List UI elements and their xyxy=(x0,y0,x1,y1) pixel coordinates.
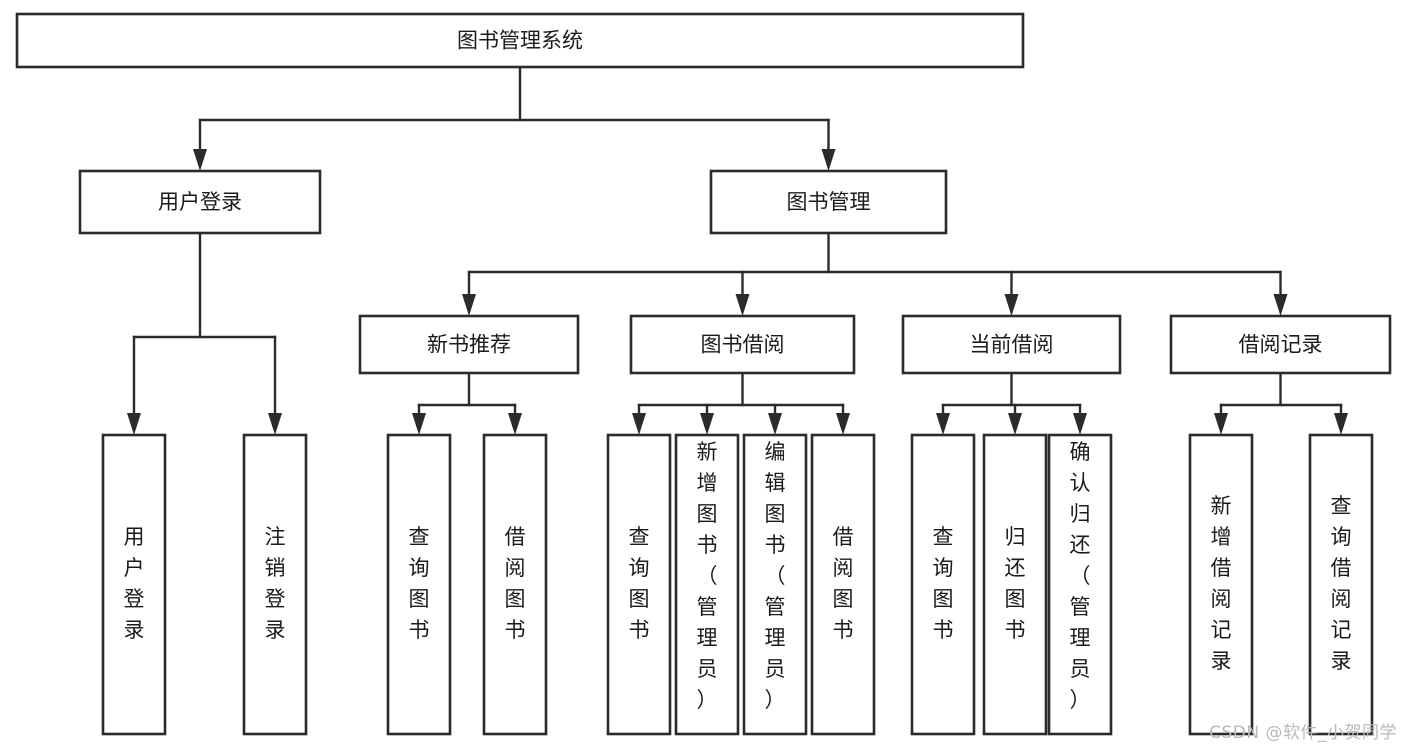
node-box-borrow-record[interactable] xyxy=(1169,314,1392,375)
node-box-leaf-borrow-book[interactable] xyxy=(810,433,876,736)
arrow-head-icon xyxy=(936,413,950,435)
watermark: CSDN @软件_小贺同学 xyxy=(1209,723,1397,743)
node-leaf-query-book-current[interactable]: 查询图书 xyxy=(910,433,976,736)
node-label-book-management: 图书管理 xyxy=(787,190,871,214)
node-box-leaf-add-borrow-record[interactable] xyxy=(1188,433,1254,736)
connector-group-borrow-record xyxy=(1214,371,1348,435)
arrow-head-icon xyxy=(1214,413,1228,435)
node-label-leaf-borrow-book-recommend: 借阅图书 xyxy=(505,525,526,642)
node-leaf-add-book-admin[interactable]: 新增图书（管理员） xyxy=(674,433,740,736)
arrow-head-icon xyxy=(1334,413,1348,435)
node-box-current-borrow[interactable] xyxy=(901,314,1122,375)
node-box-leaf-borrow-book-recommend[interactable] xyxy=(482,433,548,736)
arrow-head-icon xyxy=(1273,294,1288,316)
arrow-head-icon xyxy=(412,413,426,435)
arrow-head-icon xyxy=(193,149,207,171)
connector-group-current-borrow xyxy=(936,371,1087,435)
node-leaf-query-book-borrow[interactable]: 查询图书 xyxy=(606,433,672,736)
node-box-leaf-edit-book-admin[interactable] xyxy=(742,433,808,736)
node-leaf-edit-book-admin[interactable]: 编辑图书（管理员） xyxy=(742,433,808,736)
node-new-book-recommend[interactable]: 新书推荐 xyxy=(358,314,580,375)
node-user-login[interactable]: 用户登录 xyxy=(78,169,322,235)
node-box-leaf-add-book-admin[interactable] xyxy=(674,433,740,736)
node-box-leaf-confirm-return-admin[interactable] xyxy=(1047,433,1113,736)
node-leaf-borrow-book-recommend[interactable]: 借阅图书 xyxy=(482,433,548,736)
node-label-current-borrow: 当前借阅 xyxy=(970,333,1054,357)
node-label-leaf-return-book: 归还图书 xyxy=(1005,525,1026,642)
arrow-head-icon xyxy=(127,413,141,435)
node-label-root: 图书管理系统 xyxy=(457,29,583,53)
node-label-leaf-query-book-borrow: 查询图书 xyxy=(629,525,650,642)
node-label-leaf-logout-login: 注销登录 xyxy=(265,525,286,642)
arrow-head-icon xyxy=(700,413,714,435)
node-box-leaf-query-book-recommend[interactable] xyxy=(386,433,452,736)
node-label-leaf-edit-book-admin: 编辑图书（管理员） xyxy=(765,440,786,712)
arrow-head-icon xyxy=(508,413,522,435)
connector-group-book-management xyxy=(462,231,1288,316)
node-box-leaf-user-login[interactable] xyxy=(101,433,167,736)
node-box-leaf-query-borrow-record[interactable] xyxy=(1308,433,1374,736)
node-label-user-login: 用户登录 xyxy=(158,190,242,214)
node-box-leaf-return-book[interactable] xyxy=(982,433,1048,736)
node-leaf-borrow-book[interactable]: 借阅图书 xyxy=(810,433,876,736)
arrow-head-icon xyxy=(768,413,782,435)
node-label-borrow-record: 借阅记录 xyxy=(1239,333,1323,357)
node-layer: 图书管理系统用户登录图书管理新书推荐图书借阅当前借阅借阅记录用户登录注销登录查询… xyxy=(15,12,1392,736)
node-label-leaf-query-borrow-record: 查询借阅记录 xyxy=(1331,494,1352,673)
node-box-leaf-query-book-current[interactable] xyxy=(910,433,976,736)
arrow-head-icon xyxy=(1008,413,1022,435)
node-box-book-borrow[interactable] xyxy=(629,314,856,375)
arrow-head-icon xyxy=(462,294,476,316)
node-root[interactable]: 图书管理系统 xyxy=(15,12,1025,69)
node-box-leaf-logout-login[interactable] xyxy=(242,433,308,736)
node-label-leaf-user-login: 用户登录 xyxy=(124,525,145,642)
connector-group-user-login xyxy=(127,231,282,435)
node-borrow-record[interactable]: 借阅记录 xyxy=(1169,314,1392,375)
arrow-head-icon xyxy=(735,294,750,316)
node-book-management[interactable]: 图书管理 xyxy=(709,169,948,235)
node-leaf-return-book[interactable]: 归还图书 xyxy=(982,433,1048,736)
connector-group-root xyxy=(193,65,836,171)
node-box-book-management[interactable] xyxy=(709,169,948,235)
arrow-head-icon xyxy=(632,413,646,435)
node-box-root[interactable] xyxy=(15,12,1025,69)
node-box-new-book-recommend[interactable] xyxy=(358,314,580,375)
node-label-book-borrow: 图书借阅 xyxy=(701,333,785,357)
arrow-head-icon xyxy=(1073,413,1087,435)
node-leaf-query-borrow-record[interactable]: 查询借阅记录 xyxy=(1308,433,1374,736)
arrow-head-icon xyxy=(836,413,850,435)
node-leaf-add-borrow-record[interactable]: 新增借阅记录 xyxy=(1188,433,1254,736)
node-label-leaf-confirm-return-admin: 确认归还（管理员） xyxy=(1070,440,1091,712)
node-label-leaf-add-book-admin: 新增图书（管理员） xyxy=(697,440,718,712)
arrow-head-icon xyxy=(821,149,836,171)
node-box-leaf-query-book-borrow[interactable] xyxy=(606,433,672,736)
node-label-leaf-query-book-recommend: 查询图书 xyxy=(409,525,430,642)
arrow-head-icon xyxy=(268,413,282,435)
node-label-leaf-add-borrow-record: 新增借阅记录 xyxy=(1211,494,1232,673)
node-leaf-user-login[interactable]: 用户登录 xyxy=(101,433,167,736)
arrow-head-icon xyxy=(1004,294,1019,316)
node-label-leaf-query-book-current: 查询图书 xyxy=(933,525,954,642)
node-label-leaf-borrow-book: 借阅图书 xyxy=(833,525,854,642)
node-leaf-logout-login[interactable]: 注销登录 xyxy=(242,433,308,736)
node-label-new-book-recommend: 新书推荐 xyxy=(427,333,511,357)
node-leaf-confirm-return-admin[interactable]: 确认归还（管理员） xyxy=(1047,433,1113,736)
connector-group-book-borrow xyxy=(632,371,850,435)
node-leaf-query-book-recommend[interactable]: 查询图书 xyxy=(386,433,452,736)
node-book-borrow[interactable]: 图书借阅 xyxy=(629,314,856,375)
node-box-user-login[interactable] xyxy=(78,169,322,235)
connector-group-new-book-recommend xyxy=(412,371,522,435)
node-current-borrow[interactable]: 当前借阅 xyxy=(901,314,1122,375)
connector-layer xyxy=(127,65,1348,435)
